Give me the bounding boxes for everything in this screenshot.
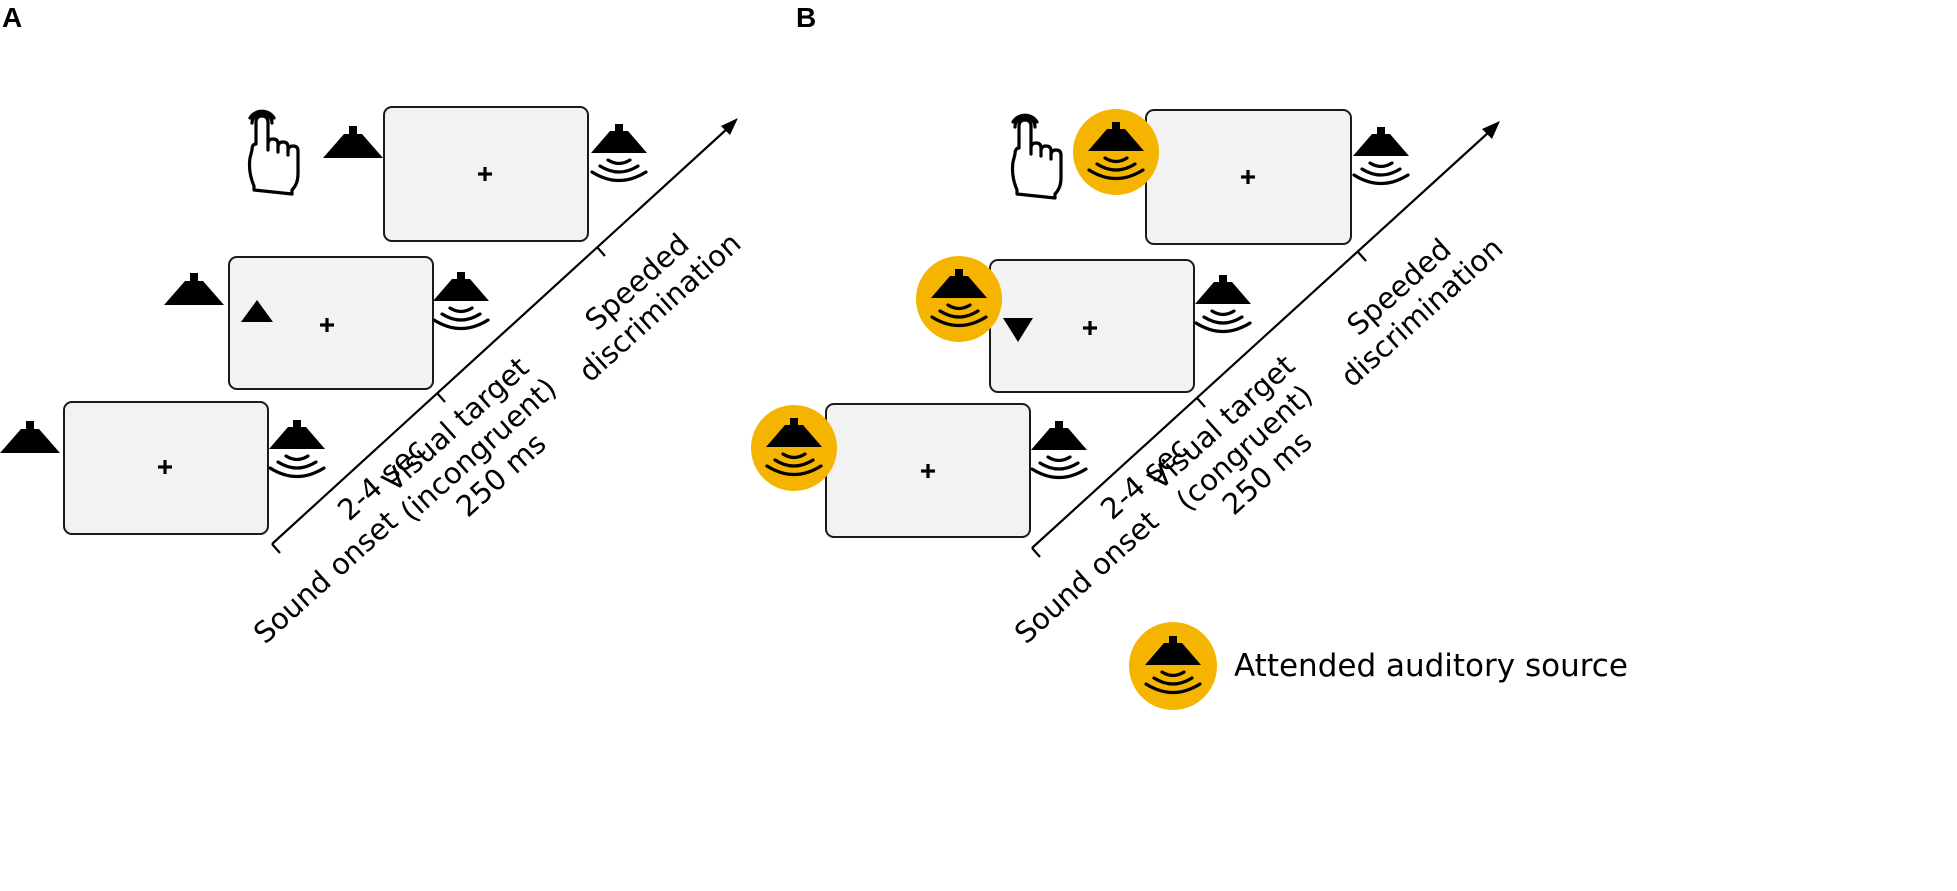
tick-sound-onset-b: [1031, 547, 1041, 558]
panel-b: B So: [751, 2, 1628, 710]
speaker-sound-icon: [267, 418, 327, 479]
screen-response-b: [1145, 109, 1352, 245]
speaker-sound-icon: [1351, 125, 1411, 186]
screen-visual-target-a: [228, 256, 434, 390]
speaker-sound-icon: [589, 122, 649, 183]
tick-visual-target-b: [1196, 397, 1206, 408]
hand-pointer-icon: [247, 109, 300, 196]
triangle-up-icon: [241, 300, 273, 322]
tick-sound-onset-a: [271, 543, 281, 554]
speaker-sound-icon: [431, 270, 491, 331]
arrow-head-icon: [1482, 121, 1500, 139]
speaker-icon: [323, 126, 383, 158]
legend-highlight: [1129, 622, 1217, 710]
speaker-sound-icon: [1193, 273, 1253, 334]
screen-response-a: [383, 106, 589, 242]
attended-highlight: [916, 256, 1002, 342]
tick-visual-target-a: [436, 392, 446, 403]
tick-response-b: [1357, 251, 1367, 262]
tick-response-a: [596, 246, 606, 257]
panel-b-label: B: [796, 2, 816, 33]
panel-a: A Sound onset: [0, 2, 747, 650]
panel-a-label: A: [2, 2, 22, 33]
label-sound-onset-a: Sound onset: [247, 504, 404, 650]
screen-visual-target-b: [989, 259, 1195, 393]
hand-pointer-icon: [1010, 113, 1063, 200]
arrow-head-icon: [721, 118, 738, 135]
screen-sound-onset-b: [825, 403, 1031, 538]
attended-highlight: [751, 405, 837, 491]
triangle-down-icon: [1003, 318, 1033, 342]
speaker-icon: [0, 421, 60, 453]
timeline-arrow-b: [1031, 131, 1490, 549]
screen-sound-onset-a: [63, 401, 269, 535]
legend: Attended auditory source: [1129, 622, 1628, 710]
speaker-icon: [164, 273, 224, 305]
timeline-arrow-a: [271, 127, 729, 545]
label-sound-onset-b: Sound onset: [1008, 504, 1165, 650]
legend-text: Attended auditory source: [1234, 648, 1628, 684]
speaker-sound-icon: [1029, 419, 1089, 480]
attended-highlight: [1073, 109, 1159, 195]
